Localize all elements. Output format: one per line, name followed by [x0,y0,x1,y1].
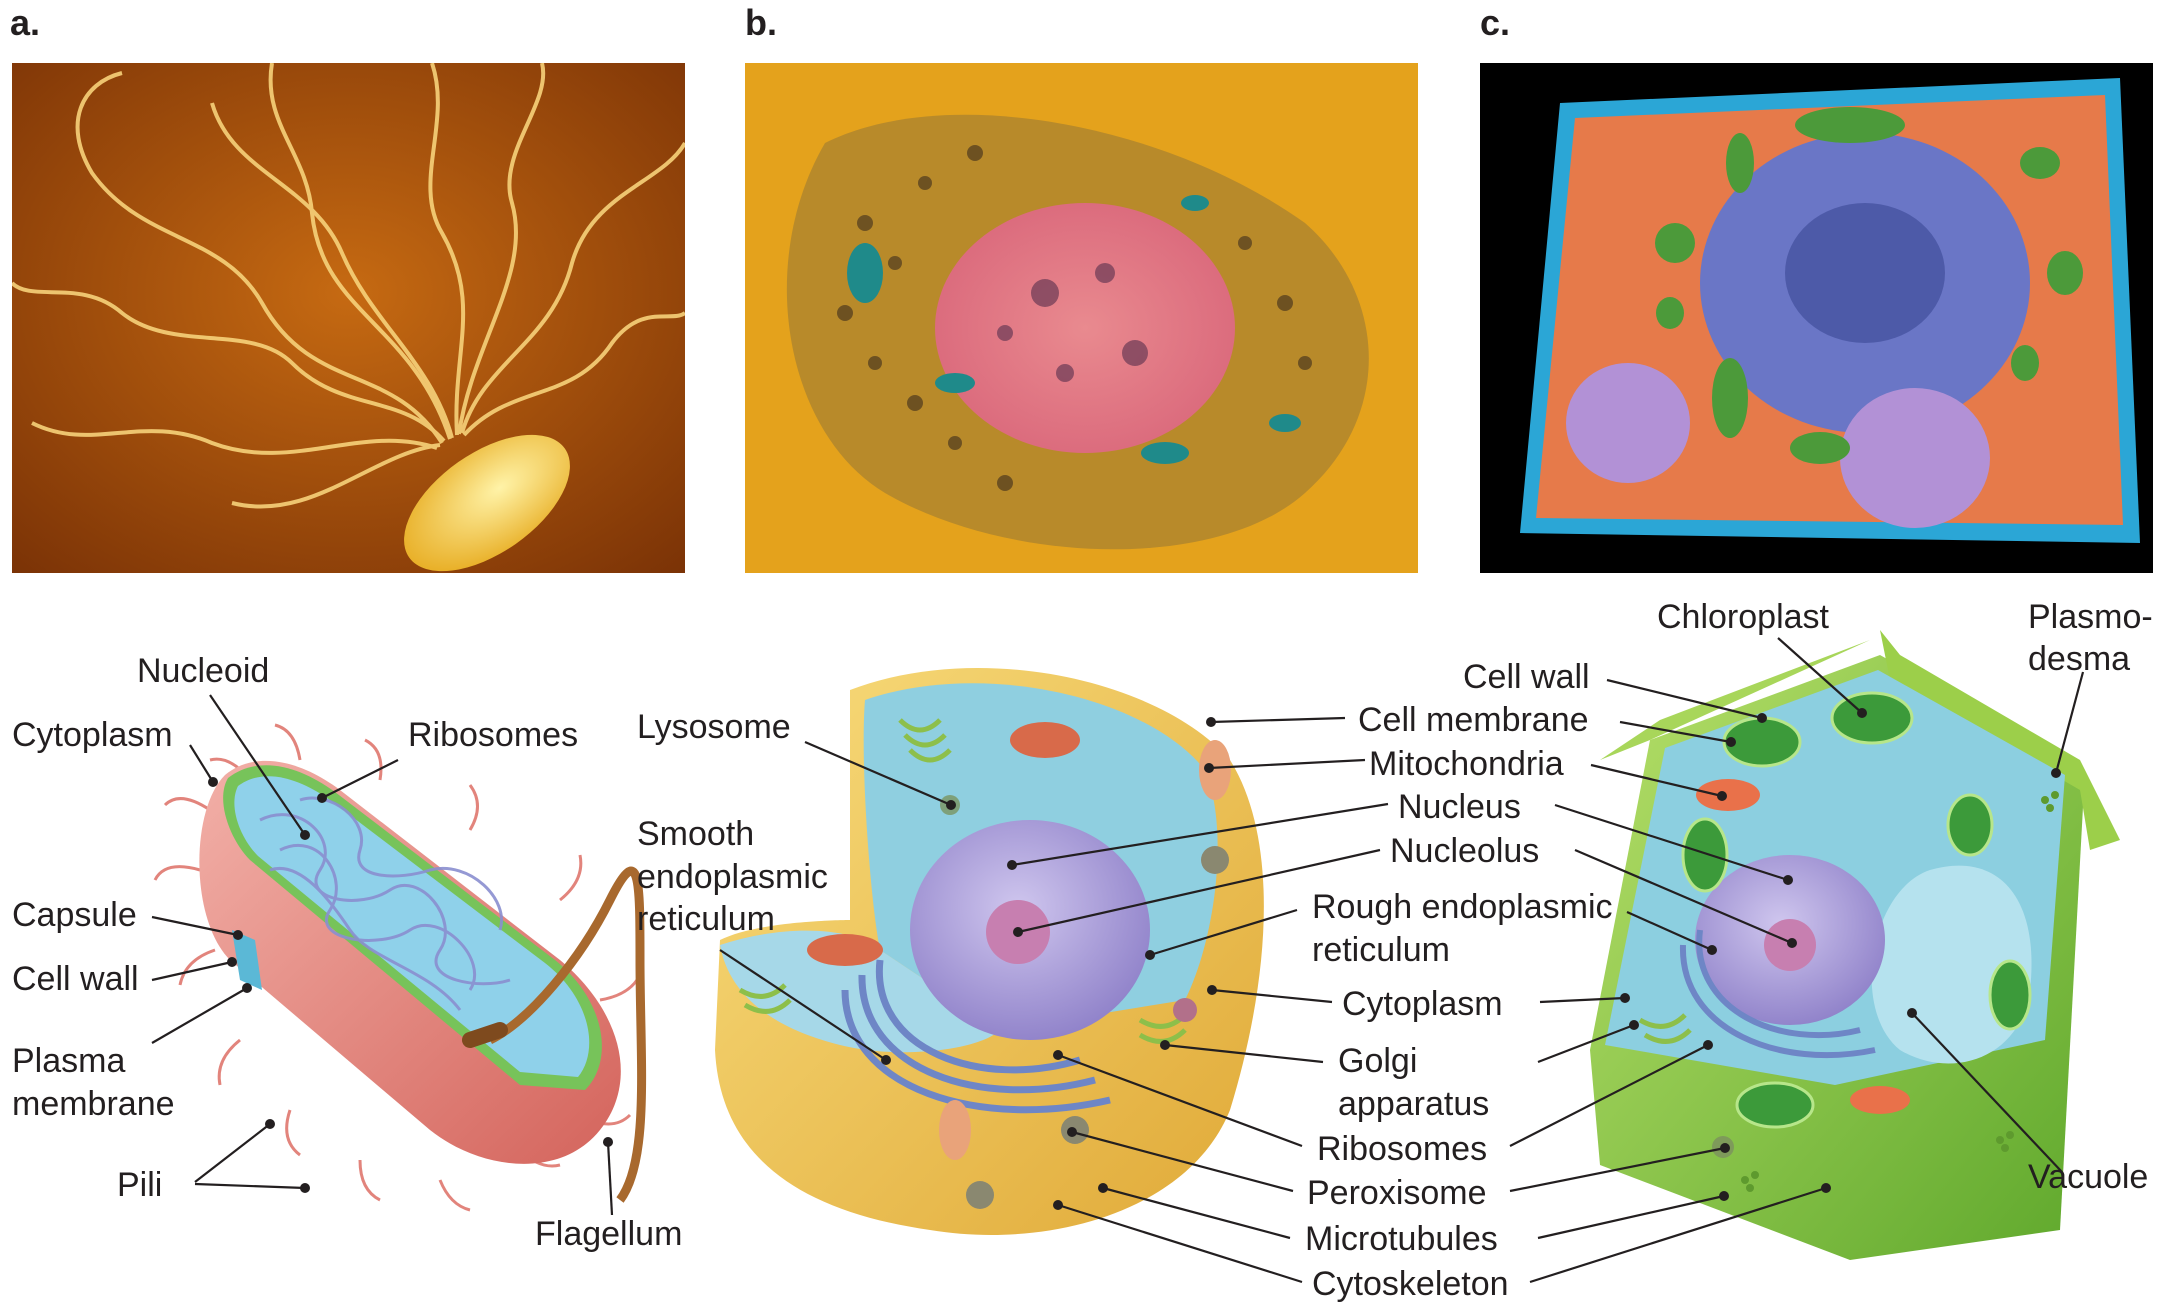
label-bacterium-cytoplasm: Cytoplasm [12,716,173,754]
label-plasma-membrane-line1: Plasma [12,1042,125,1080]
animal-cell-illustration [715,667,1264,1235]
label-peroxisome: Peroxisome [1307,1174,1487,1212]
label-flagellum: Flagellum [535,1215,682,1253]
label-plasmodesma-line2: desma [2028,640,2130,678]
label-plant-cell-wall: Cell wall [1463,658,1590,696]
label-capsule: Capsule [12,896,137,934]
bacterium-micrograph [12,63,685,573]
label-bacterium-ribosomes: Ribosomes [408,716,578,754]
label-smooth-er-line1: Smooth [637,815,754,853]
label-mitochondria: Mitochondria [1369,745,1564,783]
label-pili: Pili [117,1166,162,1204]
bacterium-illustration [153,723,647,1212]
label-rough-er-line1: Rough endoplasmic [1312,888,1613,926]
label-smooth-er-line3: reticulum [637,900,775,938]
plant-cell-illustration [1590,630,2120,1260]
label-microtubules: Microtubules [1305,1220,1498,1258]
label-smooth-er-line2: endoplasmic [637,858,828,896]
label-vacuole: Vacuole [2028,1158,2148,1196]
label-rough-er-line2: reticulum [1312,931,1450,969]
label-cytoplasm: Cytoplasm [1342,985,1503,1023]
label-plasma-membrane-line2: membrane [12,1085,175,1123]
label-golgi-line1: Golgi [1338,1042,1417,1080]
label-nucleoid: Nucleoid [137,652,269,690]
label-cell-membrane: Cell membrane [1358,701,1589,739]
label-chloroplast: Chloroplast [1657,598,1830,636]
panel-label-b: b. [745,2,777,43]
panel-label-a: a. [10,2,41,43]
animal-cell-micrograph [745,63,1418,573]
label-cytoskeleton: Cytoskeleton [1312,1265,1509,1303]
label-nucleolus: Nucleolus [1390,832,1539,870]
label-lysosome: Lysosome [637,708,791,746]
label-bacterium-cell-wall: Cell wall [12,960,139,998]
label-ribosomes: Ribosomes [1317,1130,1487,1168]
label-nucleus: Nucleus [1398,788,1521,826]
label-golgi-line2: apparatus [1338,1085,1489,1123]
leader-lines [151,637,2085,1284]
plant-cell-micrograph [1480,63,2153,573]
label-plasmodesma-line1: Plasmo- [2028,598,2153,636]
panel-label-c: c. [1480,2,1511,43]
